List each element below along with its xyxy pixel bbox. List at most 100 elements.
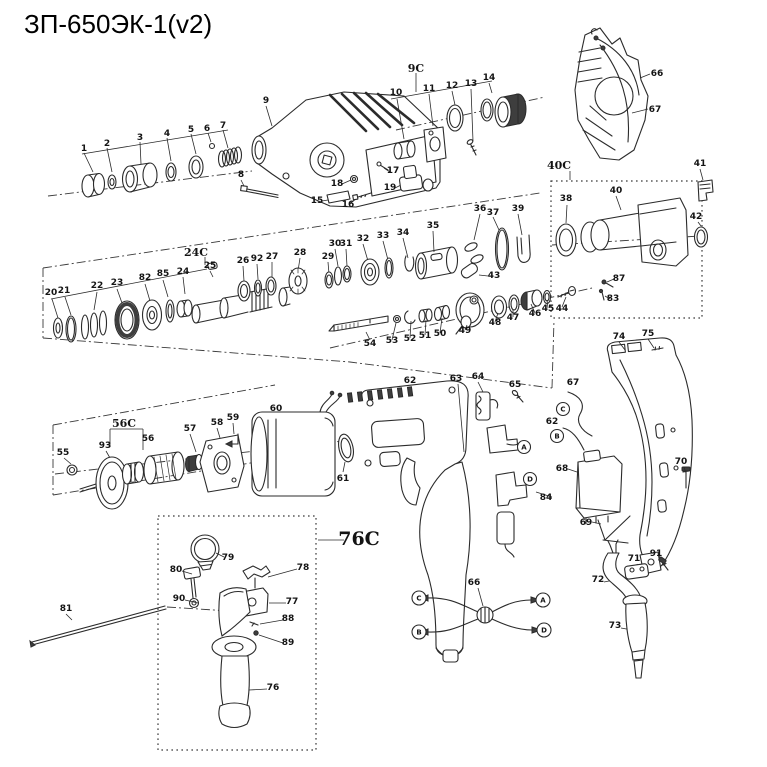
part-label-40: 40 xyxy=(610,186,623,196)
part-label-49: 49 xyxy=(459,326,472,336)
part-label-23: 23 xyxy=(111,278,124,288)
part-label-10: 10 xyxy=(390,88,403,98)
part-label-35: 35 xyxy=(427,221,440,231)
part-label-21: 21 xyxy=(58,286,71,296)
part-label-22: 22 xyxy=(91,281,104,291)
part-label-62w: 62 xyxy=(546,417,559,427)
part-label-45: 45 xyxy=(542,304,555,314)
part-label-67: 67 xyxy=(649,105,662,115)
part-label-54: 54 xyxy=(364,339,377,349)
group-label-9c: 9C xyxy=(408,62,425,75)
terminal-a: A xyxy=(521,444,527,452)
part-label-34: 34 xyxy=(397,228,410,238)
housing-outline xyxy=(361,380,471,656)
part-label-66: 66 xyxy=(651,69,664,79)
part-label-17: 17 xyxy=(387,166,400,176)
part-label-24: 24 xyxy=(177,267,190,277)
part-label-1: 1 xyxy=(81,144,87,154)
wiring-harness: C B A D 66 xyxy=(411,578,552,640)
part-label-3: 3 xyxy=(137,133,143,143)
part-label-91: 91 xyxy=(650,549,663,559)
part-label-89: 89 xyxy=(282,638,295,648)
part-label-46: 46 xyxy=(529,309,542,319)
part-label-92: 92 xyxy=(251,254,264,264)
harness-terminal-d: D xyxy=(541,627,547,635)
part-label-2: 2 xyxy=(104,139,110,149)
part-label-47: 47 xyxy=(507,313,520,323)
part-label-42: 42 xyxy=(690,212,703,222)
part-label-77: 77 xyxy=(286,597,299,607)
page-title: ЗП-650ЭК-1(v2) xyxy=(24,9,212,39)
part-label-48: 48 xyxy=(489,318,502,328)
part-label-11: 11 xyxy=(423,84,436,94)
part-label-88: 88 xyxy=(282,614,295,624)
part-label-16: 16 xyxy=(342,200,355,210)
part-label-67w: 67 xyxy=(567,378,580,388)
part-label-38: 38 xyxy=(560,194,573,204)
group-label-76c: 76C xyxy=(338,528,380,550)
part-label-5: 5 xyxy=(188,125,194,135)
part-label-12: 12 xyxy=(446,81,459,91)
part-label-83: 83 xyxy=(607,294,620,304)
group-label-56c: 56C xyxy=(112,417,136,430)
part-label-26: 26 xyxy=(237,256,250,266)
part-label-30: 30 xyxy=(329,239,342,249)
part-label-18: 18 xyxy=(331,179,344,189)
part-label-81: 81 xyxy=(60,604,73,614)
part-label-60: 60 xyxy=(270,404,283,414)
part-label-80: 80 xyxy=(170,565,183,575)
part-label-64: 64 xyxy=(472,372,485,382)
part-label-29: 29 xyxy=(322,252,335,262)
part-label-53: 53 xyxy=(386,336,399,346)
part-label-93: 93 xyxy=(99,441,112,451)
part-label-43: 43 xyxy=(488,271,501,281)
part-label-6: 6 xyxy=(204,124,210,134)
terminal-d: D xyxy=(527,476,533,484)
part-label-85: 85 xyxy=(157,269,170,279)
harness-terminal-a: A xyxy=(540,597,546,605)
part-label-20: 20 xyxy=(45,288,58,298)
part-label-14: 14 xyxy=(483,73,496,83)
part-label-19: 19 xyxy=(384,183,397,193)
part-label-25: 25 xyxy=(204,261,217,271)
part-label-74: 74 xyxy=(613,332,626,342)
part-label-15: 15 xyxy=(311,196,324,206)
part-label-57: 57 xyxy=(184,424,197,434)
part-label-32: 32 xyxy=(357,234,370,244)
part-label-56: 56 xyxy=(142,434,155,444)
part-label-41: 41 xyxy=(694,159,707,169)
part-label-59: 59 xyxy=(227,413,240,423)
group-label-24c: 24C xyxy=(184,246,208,259)
part-label-82: 82 xyxy=(139,273,152,283)
part-label-55: 55 xyxy=(57,448,70,458)
part-label-4: 4 xyxy=(164,129,170,139)
part-label-13: 13 xyxy=(465,79,478,89)
group-40c: 40C 38 40 41 42 87 83 xyxy=(547,159,714,319)
part-label-52: 52 xyxy=(404,334,417,344)
terminal-b: B xyxy=(554,433,559,441)
part-label-66h: 66 xyxy=(468,578,481,588)
part-label-65: 65 xyxy=(509,380,522,390)
part-label-84: 84 xyxy=(540,493,553,503)
part-label-69: 69 xyxy=(580,518,593,528)
armature-group: 56C 55 93 56 57 58 59 60 61 xyxy=(52,384,415,510)
part-label-37: 37 xyxy=(487,208,500,218)
part-label-63: 63 xyxy=(450,374,463,384)
motor-housing-interior: 66 67 xyxy=(574,27,664,161)
part-label-79: 79 xyxy=(222,553,235,563)
part-label-51: 51 xyxy=(419,331,432,341)
part-label-31: 31 xyxy=(340,239,353,249)
part-label-27: 27 xyxy=(266,252,279,262)
part-label-70: 70 xyxy=(675,457,688,467)
part-label-87: 87 xyxy=(613,274,626,284)
part-label-71: 71 xyxy=(628,554,641,564)
part-label-44: 44 xyxy=(556,304,569,314)
part-label-33: 33 xyxy=(377,231,390,241)
part-label-75: 75 xyxy=(642,329,655,339)
harness-terminal-c: C xyxy=(416,595,421,603)
part-label-39: 39 xyxy=(512,204,525,214)
part-label-50: 50 xyxy=(434,329,447,339)
part-label-62: 62 xyxy=(404,376,417,386)
